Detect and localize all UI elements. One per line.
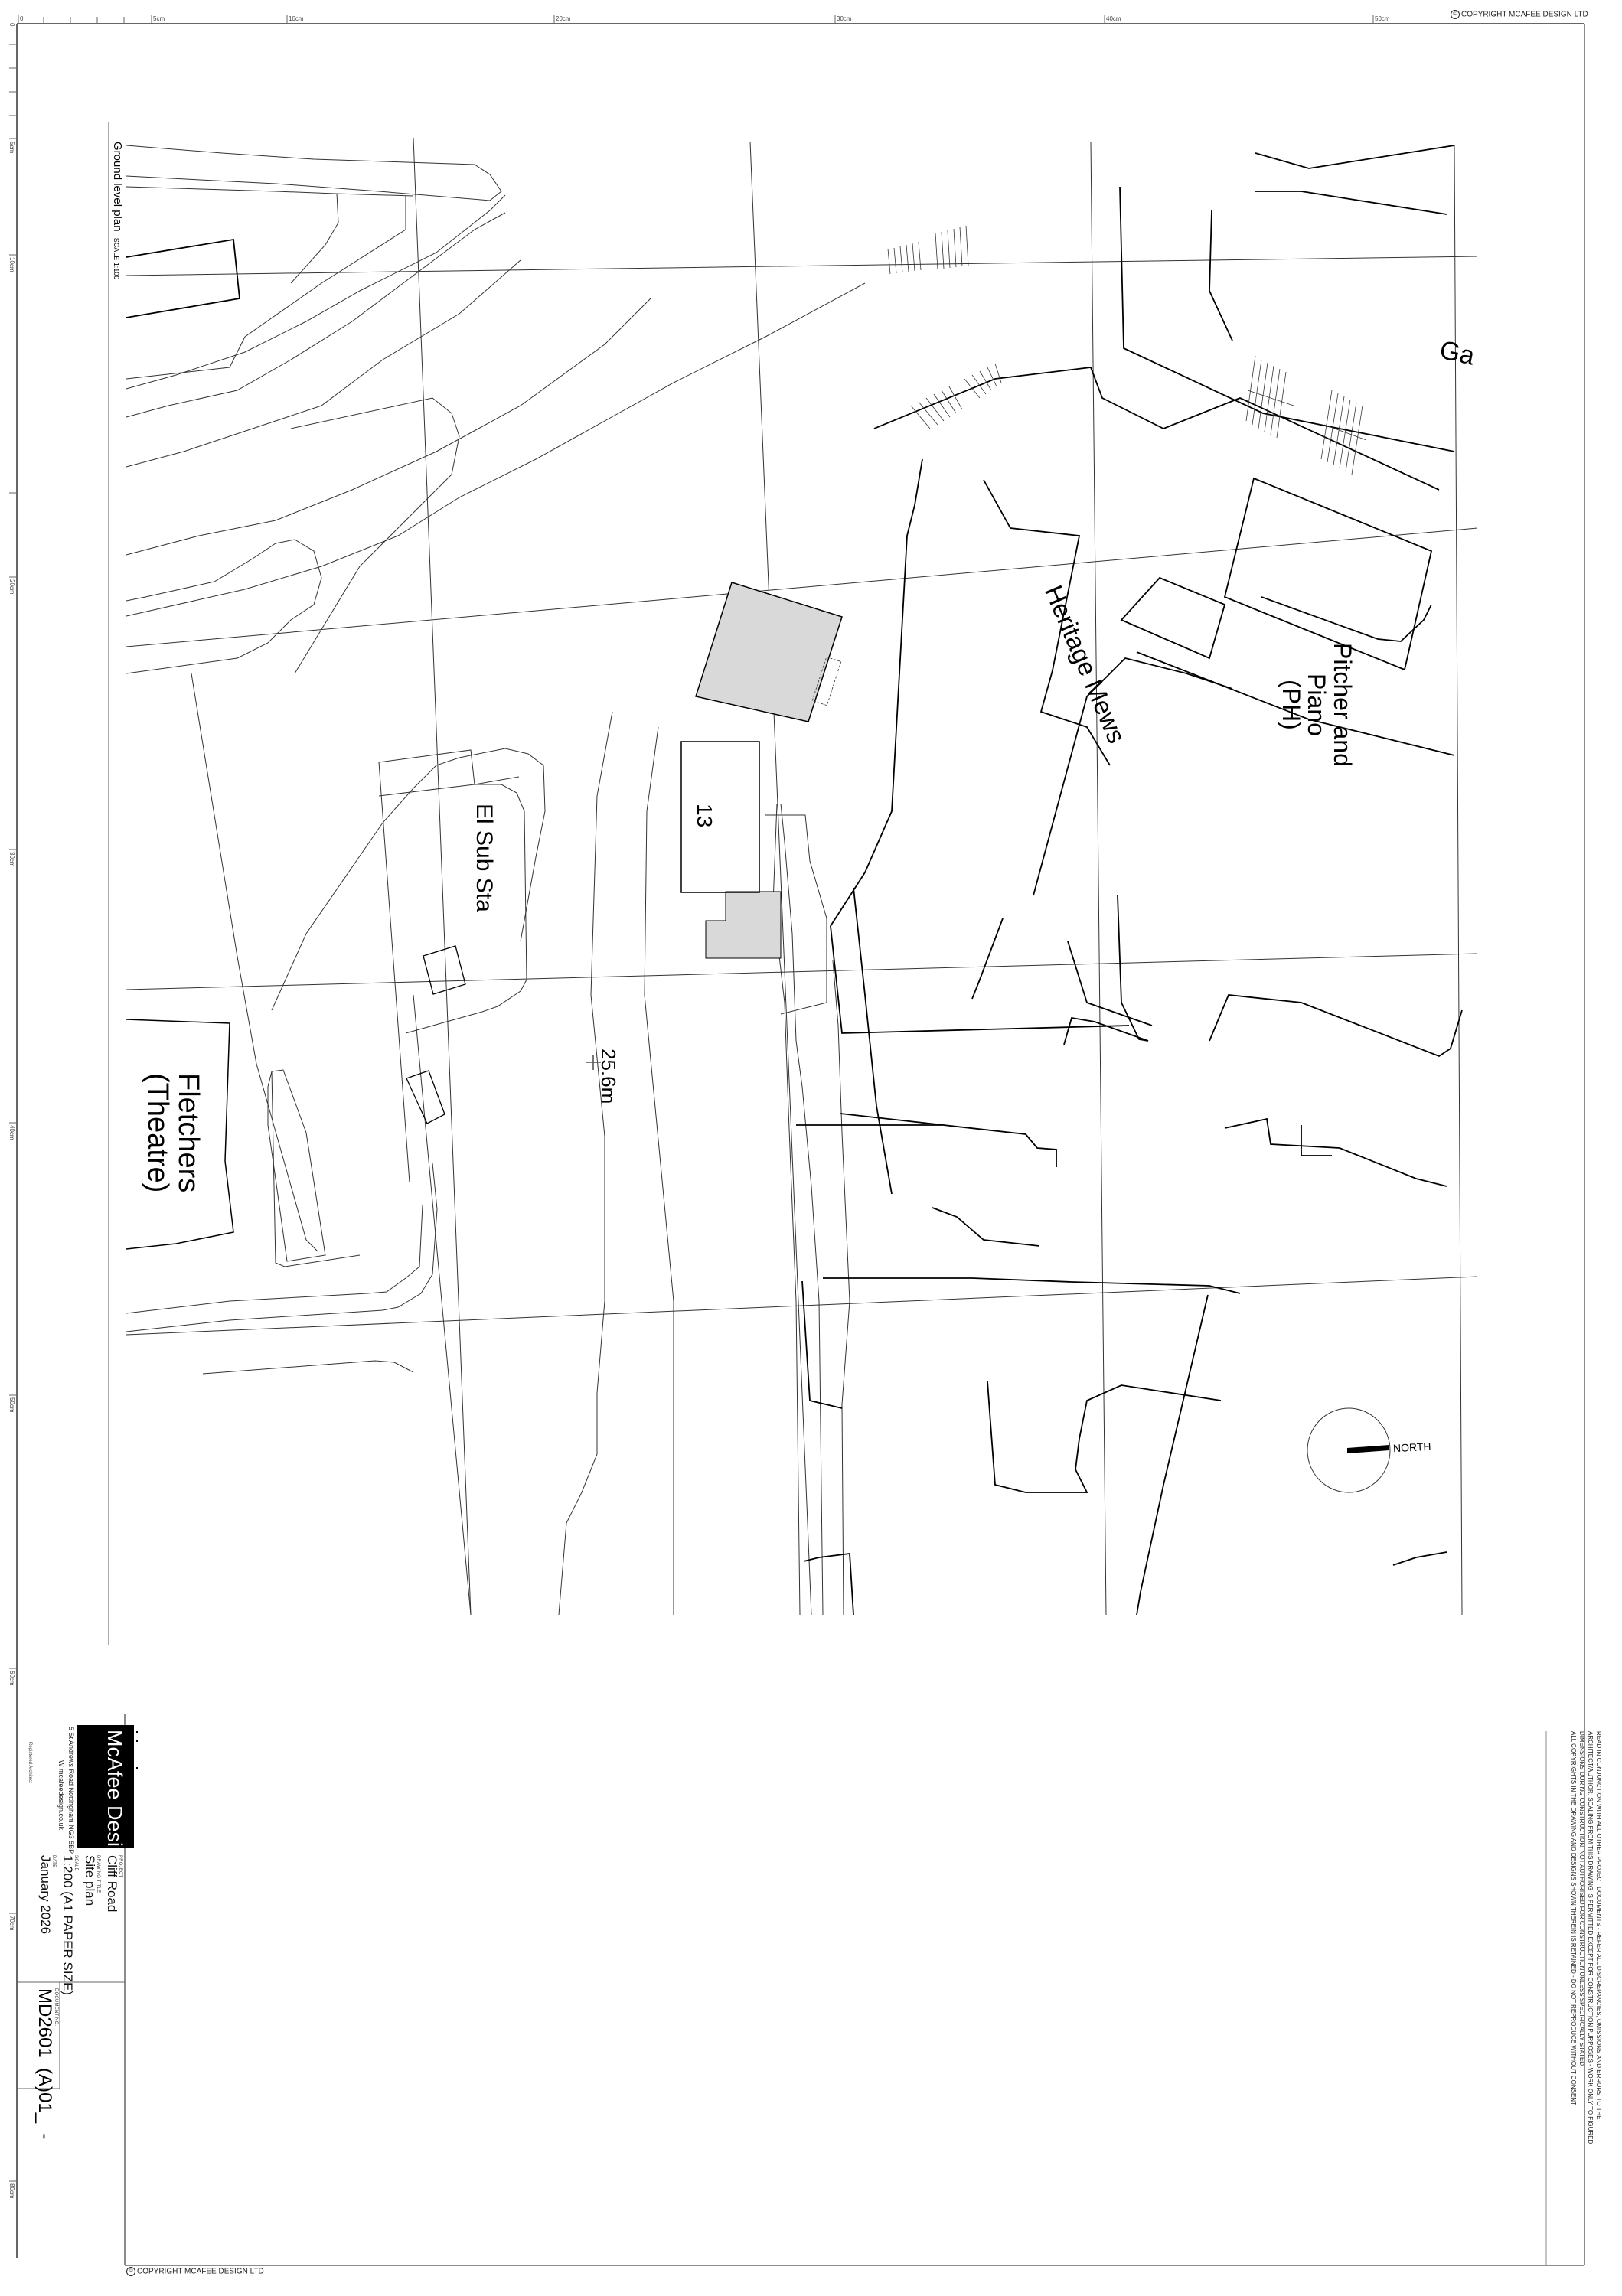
stair-hatch-1 [887,225,969,275]
copyright-top: ©COPYRIGHT MCAFEE DESIGN LTD [1451,10,1588,19]
registered-architect: Registered Architect [28,1742,32,1783]
document-number-field: DOCUMENT NO. MD2601 (A)01_ - [34,1988,58,2140]
copyright-bottom: ©COPYRIGHT MCAFEE DESIGN LTD [126,2267,264,2276]
stair-hatch-2 [910,363,1002,429]
company-website: W mcafeedesign.co.uk [57,1760,65,1831]
ruler-top-label: 50cm [1375,15,1390,22]
copyright-icon: © [1451,10,1460,19]
company-logo: McAfee Design [77,1725,134,1870]
project-field: PROJECT Cliff Road [105,1855,122,1913]
drawing-notes: READ IN CONJUNCTION WITH ALL OTHER PROJE… [1570,1731,1602,2144]
north-label: NORTH [1392,1440,1431,1455]
company-address: 5 St Andrews Road Nottingham NG3 5BP [67,1727,75,1854]
label-pitcher-and-piano: Pitcher and Piano (PH) [1277,643,1356,767]
ruler-top-label: 30cm [837,15,852,22]
title-block-dots [136,1731,139,1769]
project-name: Cliff Road [105,1855,119,1913]
label-el-sub-sta: El Sub Sta [472,804,497,912]
ruler-top-label: 10cm [289,15,304,22]
label-building-13: 13 [693,804,716,828]
spot-level-marker [586,1055,601,1070]
date-value: January 2026 [38,1855,53,1935]
ruler-top-label: 0 [20,15,24,22]
document-number: MD2601 (A)01_ - [34,1988,55,2140]
drawing-title-field: DRAWING TITLE Site plan [83,1855,100,1906]
label-fletchers: Fletchers (Theatre) [142,1073,204,1193]
scale-value: 1:200 (A1 PAPER SIZE) [60,1855,75,1995]
date-field: DATE January 2026 [38,1855,56,1935]
scale-field: SCALE 1:200 (A1 PAPER SIZE) [60,1855,78,1995]
label-spot-level: 25.6m [597,1049,620,1104]
copyright-icon: © [126,2267,135,2276]
stair-hatch-3 [1245,355,1294,439]
ruler-top-label: 5cm [153,15,165,22]
drawing-title: Site plan [83,1855,97,1906]
north-arrow-icon [1307,1407,1391,1493]
ruler-top-label: 40cm [1106,15,1121,22]
ruler-top-label: 20cm [556,15,571,22]
stair-hatch-4 [1320,390,1367,475]
